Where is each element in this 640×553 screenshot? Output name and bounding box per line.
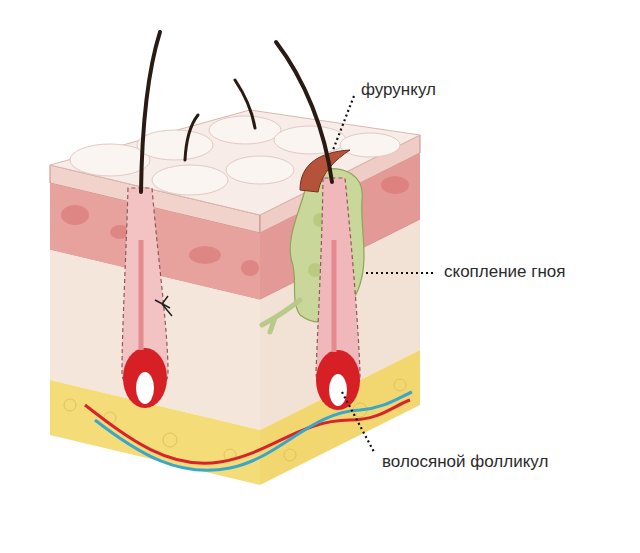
callout-label: фурункул	[361, 80, 436, 100]
callout-label: скопление гноя	[444, 262, 565, 282]
callout-label: волосяной фолликул	[382, 452, 548, 472]
